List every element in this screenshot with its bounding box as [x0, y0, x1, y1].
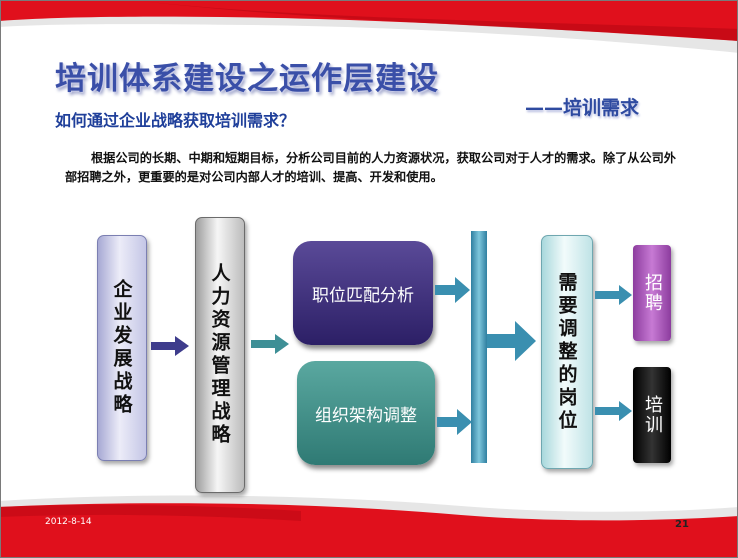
training-box: 培训 — [633, 367, 671, 463]
arrow-right-icon — [595, 401, 632, 421]
org-adjust-box: 组织架构调整 — [297, 361, 435, 465]
slide-paragraph: 根据公司的长期、中期和短期目标，分析公司目前的人力资源状况，获取公司对于人才的需… — [65, 151, 676, 184]
corporate-strategy-box: 企业发展战略 — [97, 235, 147, 461]
slide-question: 如何通过企业战略获取培训需求？ — [55, 111, 296, 130]
hr-strategy-box: 人力资源管理战略 — [195, 217, 245, 493]
footer-date: 2012-8-14 — [45, 517, 92, 527]
training-label: 培训 — [642, 395, 663, 435]
positions-need-label: 需要调整的岗位 — [555, 271, 578, 433]
merge-bar — [471, 231, 487, 463]
top-banner — [1, 1, 737, 41]
top-banner-fold — [141, 1, 737, 41]
hr-strategy-label: 人力资源管理战略 — [208, 263, 231, 447]
recruit-box: 招聘 — [633, 245, 671, 341]
page-number: 21 — [675, 519, 689, 530]
arrow-right-icon — [487, 321, 536, 361]
slide-title: 培训体系建设之运作层建设 — [55, 61, 439, 97]
arrow-right-icon — [435, 277, 470, 303]
positions-need-box: 需要调整的岗位 — [541, 235, 593, 469]
slide-subtitle: ——培训需求 — [525, 97, 640, 119]
org-adjust-label: 组织架构调整 — [315, 405, 417, 426]
bottom-banner-fold — [1, 504, 301, 521]
arrow-right-icon — [151, 336, 189, 356]
arrow-right-icon — [437, 409, 472, 435]
arrow-right-icon — [251, 334, 289, 354]
job-analysis-box: 职位匹配分析 — [293, 241, 433, 345]
arrow-right-icon — [595, 285, 632, 305]
job-analysis-label: 职位匹配分析 — [312, 285, 414, 306]
bottom-banner — [1, 503, 737, 557]
corporate-strategy-label: 企业发展战略 — [110, 279, 133, 417]
recruit-label: 招聘 — [642, 273, 663, 313]
